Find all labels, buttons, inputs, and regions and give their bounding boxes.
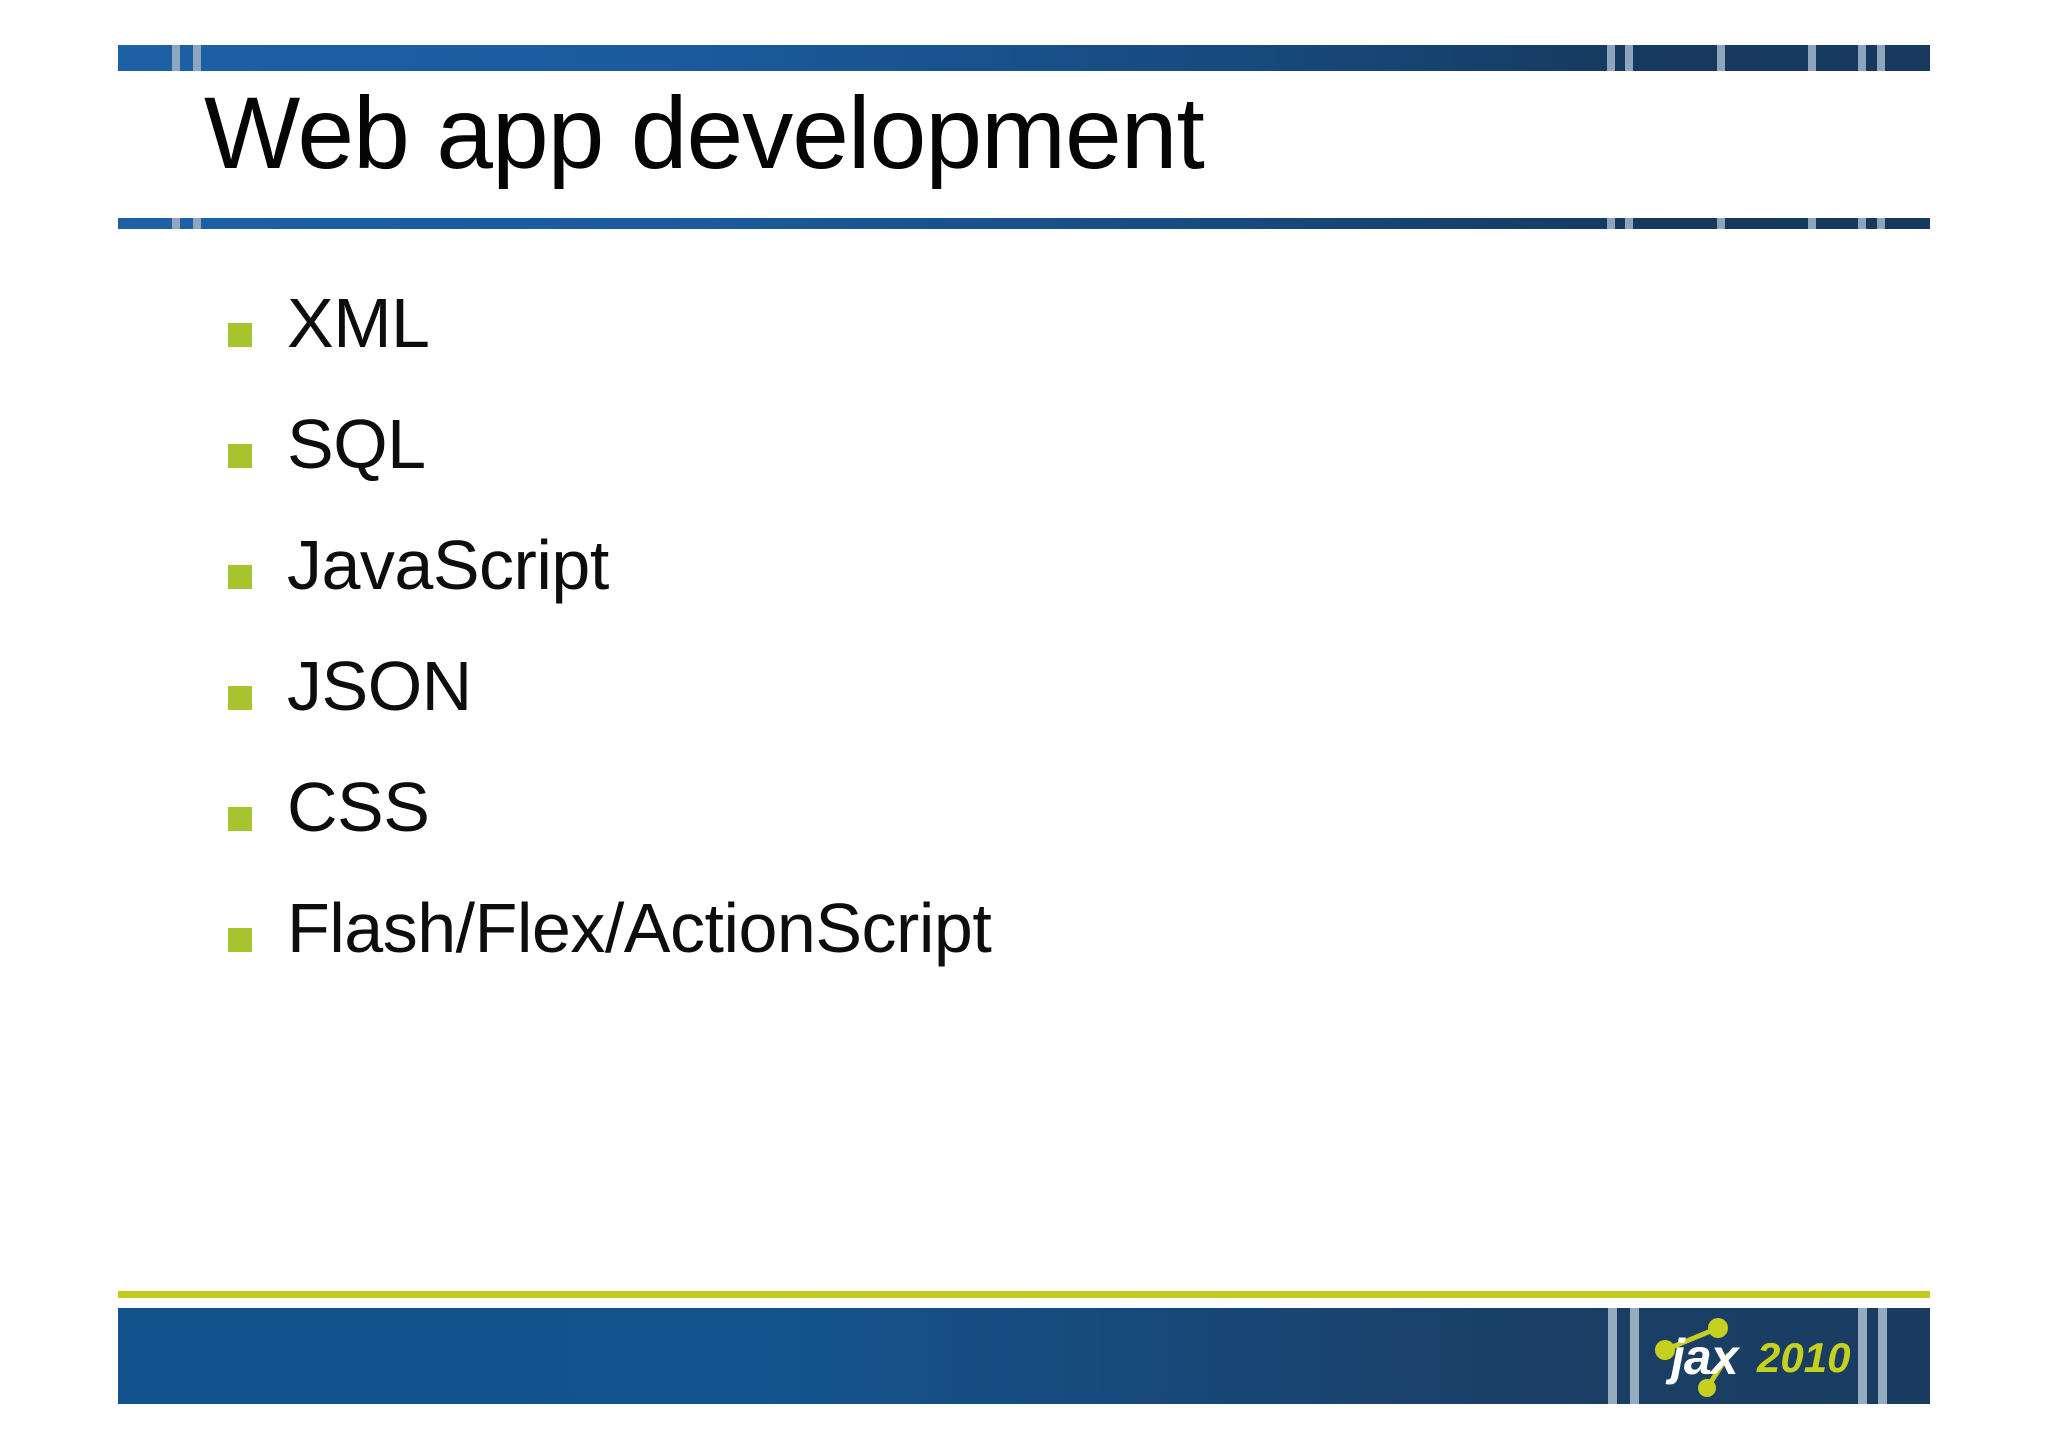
footer-bar [118, 1308, 1930, 1404]
list-item: SQL [228, 383, 991, 504]
logo-year-text: 2010 [1757, 1334, 1851, 1381]
decorative-stripe [1858, 45, 1866, 71]
list-item-label: XML [287, 283, 430, 362]
list-item-label: JavaScript [287, 525, 609, 604]
list-item: Flash/Flex/ActionScript [228, 867, 992, 988]
molecule-icon [1655, 1318, 1732, 1397]
decorative-stripe [172, 218, 180, 229]
list-item: JavaScript [228, 504, 991, 625]
jax-logo: jax 2010 [1645, 1310, 1855, 1402]
bullet-square-icon [228, 685, 252, 710]
decorative-stripe [1607, 218, 1615, 229]
decorative-stripe [1808, 45, 1816, 71]
decorative-stripe [193, 218, 201, 229]
logo-brand-text: jax [1671, 1329, 1739, 1385]
decorative-stripe [1808, 218, 1816, 229]
decorative-stripe [1625, 45, 1633, 71]
bullet-square-icon [228, 443, 252, 468]
bullet-square-icon [228, 927, 252, 952]
decorative-stripe [1717, 45, 1725, 71]
title-underline-bar [118, 218, 1930, 229]
decorative-stripe [172, 45, 180, 71]
decorative-stripe [1608, 1308, 1617, 1404]
list-item-label: SQL [287, 404, 426, 483]
list-item-label: JSON [287, 646, 472, 725]
decorative-stripe [1878, 1308, 1887, 1404]
bullet-list: XML SQL JavaScript JSON CSS Flash/Flex/A… [228, 262, 992, 988]
list-item: XML [228, 262, 991, 383]
list-item: CSS [228, 746, 991, 867]
bullet-square-icon [228, 322, 252, 347]
bullet-square-icon [228, 564, 252, 589]
decorative-stripe [1607, 45, 1615, 71]
list-item: JSON [228, 625, 991, 746]
decorative-stripe [1717, 218, 1725, 229]
bullet-square-icon [228, 806, 252, 831]
decorative-stripe [193, 45, 201, 71]
page-title: Web app development [204, 76, 1205, 190]
list-item-label: CSS [287, 767, 430, 846]
top-decorative-bar [118, 45, 1930, 71]
decorative-stripe [1858, 218, 1866, 229]
footer-accent-line [118, 1291, 1930, 1298]
decorative-stripe [1625, 218, 1633, 229]
list-item-label: Flash/Flex/ActionScript [287, 888, 992, 967]
decorative-stripe [1630, 1308, 1639, 1404]
decorative-stripe [1858, 1308, 1867, 1404]
decorative-stripe [1877, 45, 1885, 71]
decorative-stripe [1877, 218, 1885, 229]
